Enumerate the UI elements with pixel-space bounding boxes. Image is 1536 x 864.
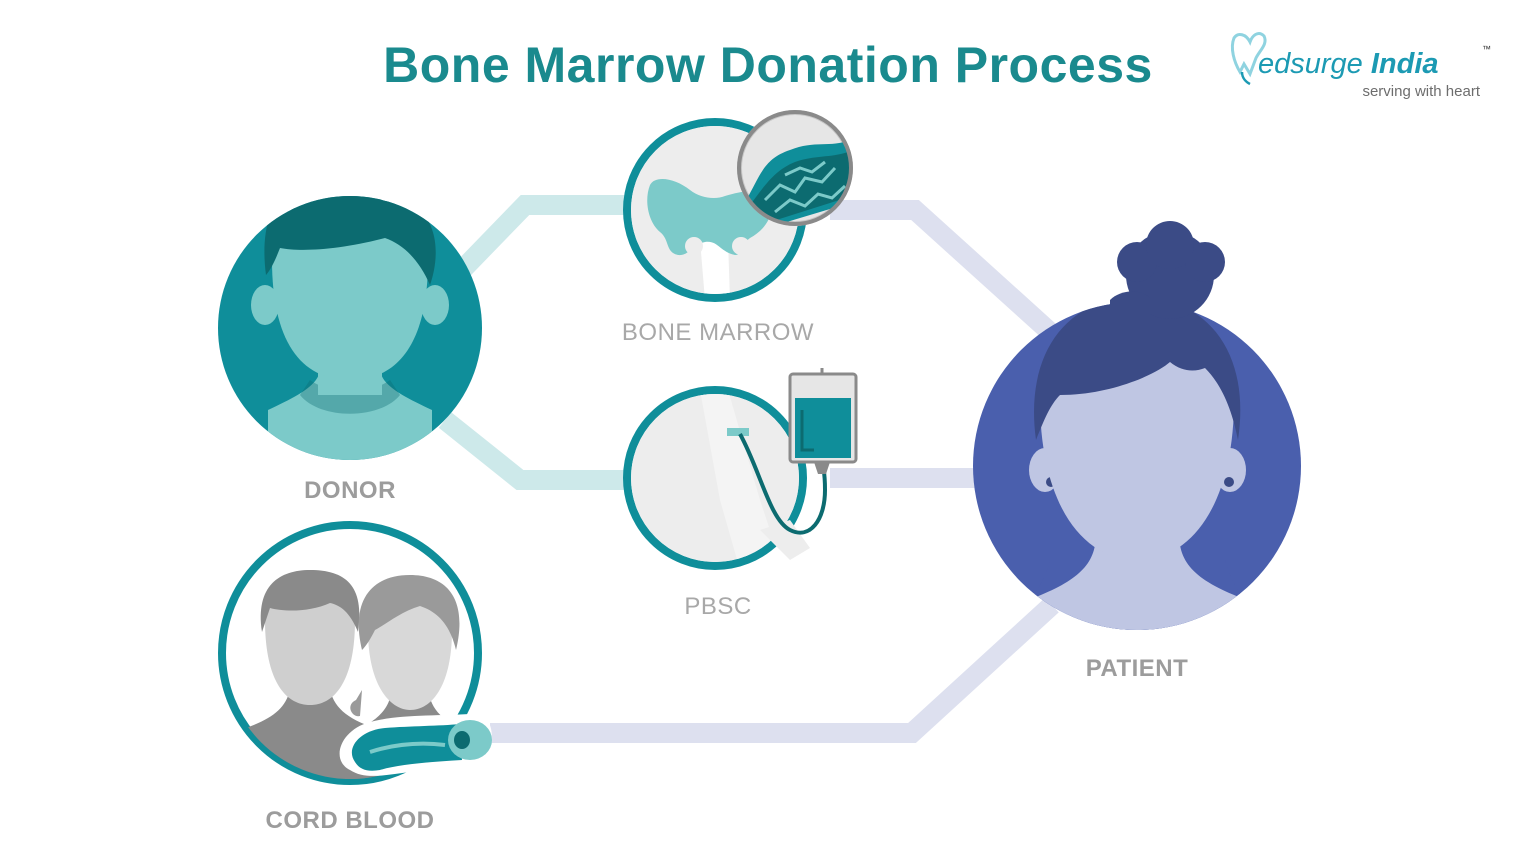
- path-donor-to-bone-marrow: [454, 195, 640, 277]
- path-donor-to-pbsc: [438, 412, 640, 490]
- logo-trademark: ™: [1482, 44, 1491, 54]
- brand-logo: edsurge India ™ serving with heart: [1228, 28, 1498, 100]
- path-bone-marrow-to-patient: [830, 200, 1057, 340]
- patient-label: PATIENT: [1086, 655, 1189, 682]
- patient-node: [973, 221, 1301, 630]
- umbilical-cord-icon: [339, 713, 492, 776]
- bone-tissue-icon: [737, 110, 853, 226]
- path-cord-blood-to-patient: [490, 597, 1059, 743]
- page-title: Bone Marrow Donation Process: [383, 37, 1153, 93]
- connector-paths: [438, 195, 1059, 743]
- pbsc-node: [623, 368, 858, 570]
- logo-name-bold: India: [1362, 48, 1439, 80]
- logo-name-prefix: edsurge: [1258, 48, 1363, 80]
- cord-blood-node: [218, 521, 492, 785]
- bone-marrow-node: [623, 110, 853, 302]
- logo-tagline: serving with heart: [1362, 83, 1480, 100]
- tooth-heart-logo: [1230, 32, 1267, 86]
- donor-node: [218, 196, 482, 460]
- bone-marrow-label: BONE MARROW: [622, 319, 814, 346]
- male-head-icon: [251, 196, 449, 460]
- iv-bag-icon: [788, 368, 858, 474]
- logo-name: edsurge India: [1258, 48, 1439, 81]
- arm-icon: [631, 394, 799, 562]
- pbsc-label: PBSC: [684, 593, 751, 620]
- cord-blood-label: CORD BLOOD: [266, 807, 435, 834]
- donor-label: DONOR: [304, 477, 396, 504]
